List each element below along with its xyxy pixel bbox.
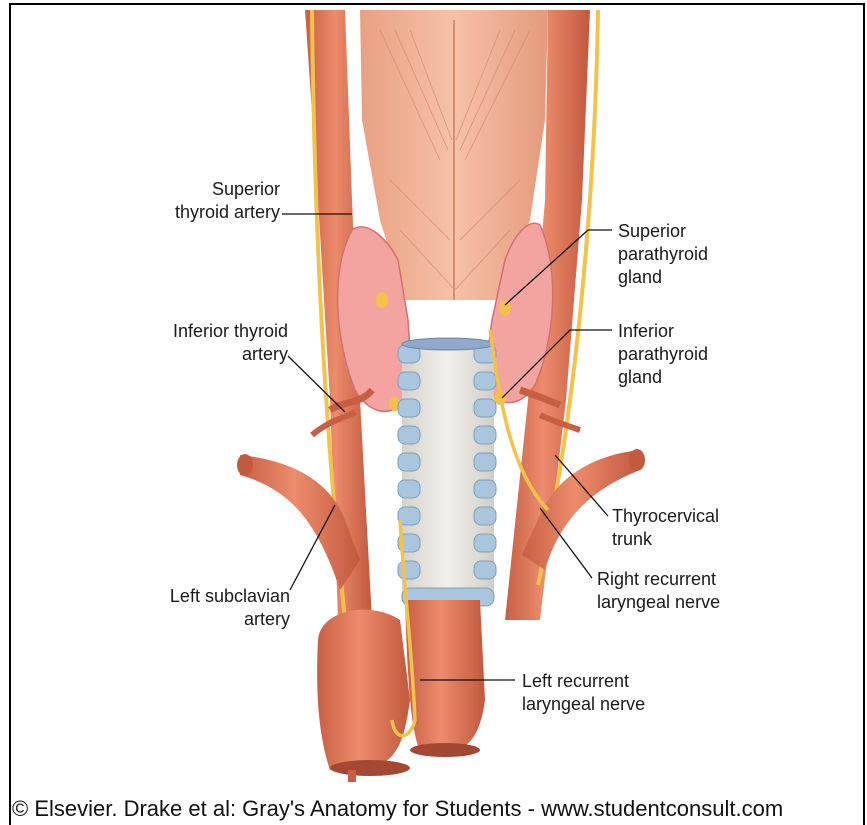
copyright-credit: © Elsevier. Drake et al: Gray's Anatomy … [12, 796, 867, 822]
label-superior-parathyroid-gland: Superior parathyroid gland [618, 220, 738, 289]
brachiocephalic-trunk [405, 600, 485, 752]
aortic-arch [317, 610, 410, 770]
right-superior-parathyroid [499, 300, 511, 316]
label-left-recurrent-laryngeal-nerve: Left recurrent laryngeal nerve [522, 670, 672, 716]
label-inferior-parathyroid-gland: Inferior parathyroid gland [618, 320, 738, 389]
label-thyrocervical-trunk: Thyrocervical trunk [612, 505, 752, 551]
label-right-recurrent-laryngeal-nerve: Right recurrent laryngeal nerve [597, 568, 747, 614]
left-superior-parathyroid [376, 292, 388, 308]
label-left-subclavian-artery: Left subclavian artery [130, 585, 290, 631]
label-inferior-thyroid-artery: Inferior thyroid artery [140, 320, 288, 366]
label-superior-thyroid-artery: Superior thyroid artery [150, 178, 280, 224]
